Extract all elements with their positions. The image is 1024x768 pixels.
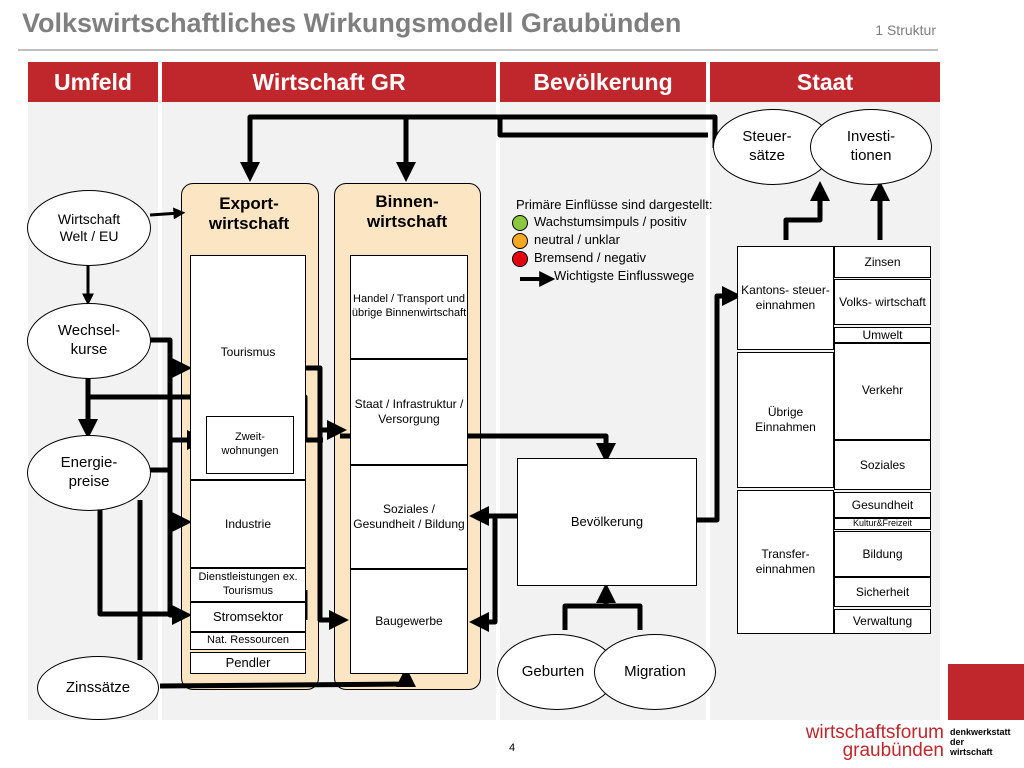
box-ausgabe-kultur: Kultur&Freizeit: [834, 518, 931, 530]
logo-line1: wirtschaftsforum: [805, 722, 944, 743]
box-ausgabe-umwelt: Umwelt: [834, 327, 931, 343]
box-ressourcen: Nat. Ressourcen: [190, 632, 306, 650]
logo-square: [948, 664, 1024, 720]
box-ausgabe-volkswirtschaft: Volks- wirtschaft: [834, 279, 931, 325]
box-uebrige-einnahmen: Übrige Einnahmen: [737, 352, 834, 488]
node-wirtschaft-welt-label: Wirtschaft Welt / EU: [57, 210, 121, 245]
node-steuersaetze-label: Steuer- sätze: [742, 128, 792, 164]
box-kantonssteuer: Kantons- steuer- einnahmen: [737, 246, 834, 350]
legend-arrow-label: Wichtigste Einflusswege: [554, 268, 695, 283]
logo-line2: graubünden: [842, 740, 944, 761]
legend-green-dot: [512, 215, 528, 231]
box-ausgabe-zinsen: Zinsen: [834, 246, 931, 278]
title-rule: [18, 49, 938, 51]
box-bevoelkerung: Bevölkerung: [517, 458, 697, 586]
node-investitionen-label: Investi- tionen: [846, 128, 896, 164]
header-bevoelkerung: Bevölkerung: [500, 62, 706, 102]
box-transfereinnahmen: Transfer- einnahmen: [737, 490, 834, 634]
section-label: 1 Struktur: [875, 22, 936, 38]
box-tourismus-label: Tourismus: [220, 345, 276, 359]
export-title: Export- wirtschaft: [208, 194, 290, 234]
page-number: 4: [509, 742, 516, 754]
node-geburten-label: Geburten: [521, 662, 585, 680]
box-ausgabe-bildung: Bildung: [834, 531, 931, 577]
legend-green-label: Wachstumsimpuls / positiv: [534, 214, 687, 229]
logo-tag1: denkwerkstatt: [950, 727, 1011, 737]
logo-tag2: der: [950, 737, 965, 747]
box-handel: Handel / Transport und übrige Binnenwirt…: [350, 255, 468, 359]
node-wechselkurse: Wechsel- kurse: [27, 303, 151, 379]
header-umfeld: Umfeld: [28, 62, 158, 102]
box-zweitwohnungen: Zweit- wohnungen: [206, 416, 294, 474]
slide-title: Volkswirtschaftliches Wirkungsmodell Gra…: [22, 8, 682, 38]
box-ausgabe-sicherheit: Sicherheit: [834, 577, 931, 607]
box-soziales: Soziales / Gesundheit / Bildung: [350, 465, 468, 569]
legend-heading: Primäre Einflüsse sind dargestellt:: [516, 197, 713, 212]
legend-red-label: Bremsend / negativ: [534, 250, 647, 265]
node-energiepreise: Energie- preise: [27, 435, 151, 511]
node-zinssaetze: Zinssätze: [37, 656, 159, 720]
legend-yellow-label: neutral / unklar: [534, 232, 620, 247]
legend-yellow-dot: [512, 233, 528, 249]
box-staat-infra: Staat / Infrastruktur / Versorgung: [350, 359, 468, 465]
box-industrie: Industrie: [190, 480, 306, 568]
box-ausgabe-soziales: Soziales: [834, 440, 931, 490]
node-migration: Migration: [594, 634, 716, 710]
box-baugewerbe: Baugewerbe: [350, 569, 468, 674]
logo-tag3: wirtschaft: [950, 747, 993, 757]
box-ausgabe-gesundheit: Gesundheit: [834, 492, 931, 518]
node-wirtschaft-welt: Wirtschaft Welt / EU: [27, 190, 151, 266]
node-zinssaetze-label: Zinssätze: [65, 678, 131, 696]
legend-red-dot: [512, 251, 528, 267]
logo-wordmark: wirtschaftsforum graubünden: [770, 722, 944, 761]
logo-tagline: denkwerkstatt der wirtschaft: [950, 727, 1011, 757]
box-dienstleistungen: Dienstleistungen ex. Tourismus: [190, 568, 306, 602]
binnen-title: Binnen- wirtschaft: [366, 192, 448, 232]
header-wirtschaft: Wirtschaft GR: [162, 62, 496, 102]
header-staat: Staat: [710, 62, 940, 102]
column-bevoelkerung-bg: [500, 102, 706, 720]
box-ausgabe-verwaltung: Verwaltung: [834, 609, 931, 634]
box-pendler: Pendler: [190, 652, 306, 674]
node-investitionen: Investi- tionen: [810, 109, 932, 185]
box-ausgabe-verkehr-label: Verkehr: [861, 383, 904, 397]
node-energiepreise-label: Energie- preise: [60, 454, 118, 490]
box-stromsektor: Stromsektor: [190, 602, 306, 632]
box-ausgabe-verkehr: Verkehr: [834, 343, 931, 440]
node-wechselkurse-label: Wechsel- kurse: [57, 322, 121, 358]
